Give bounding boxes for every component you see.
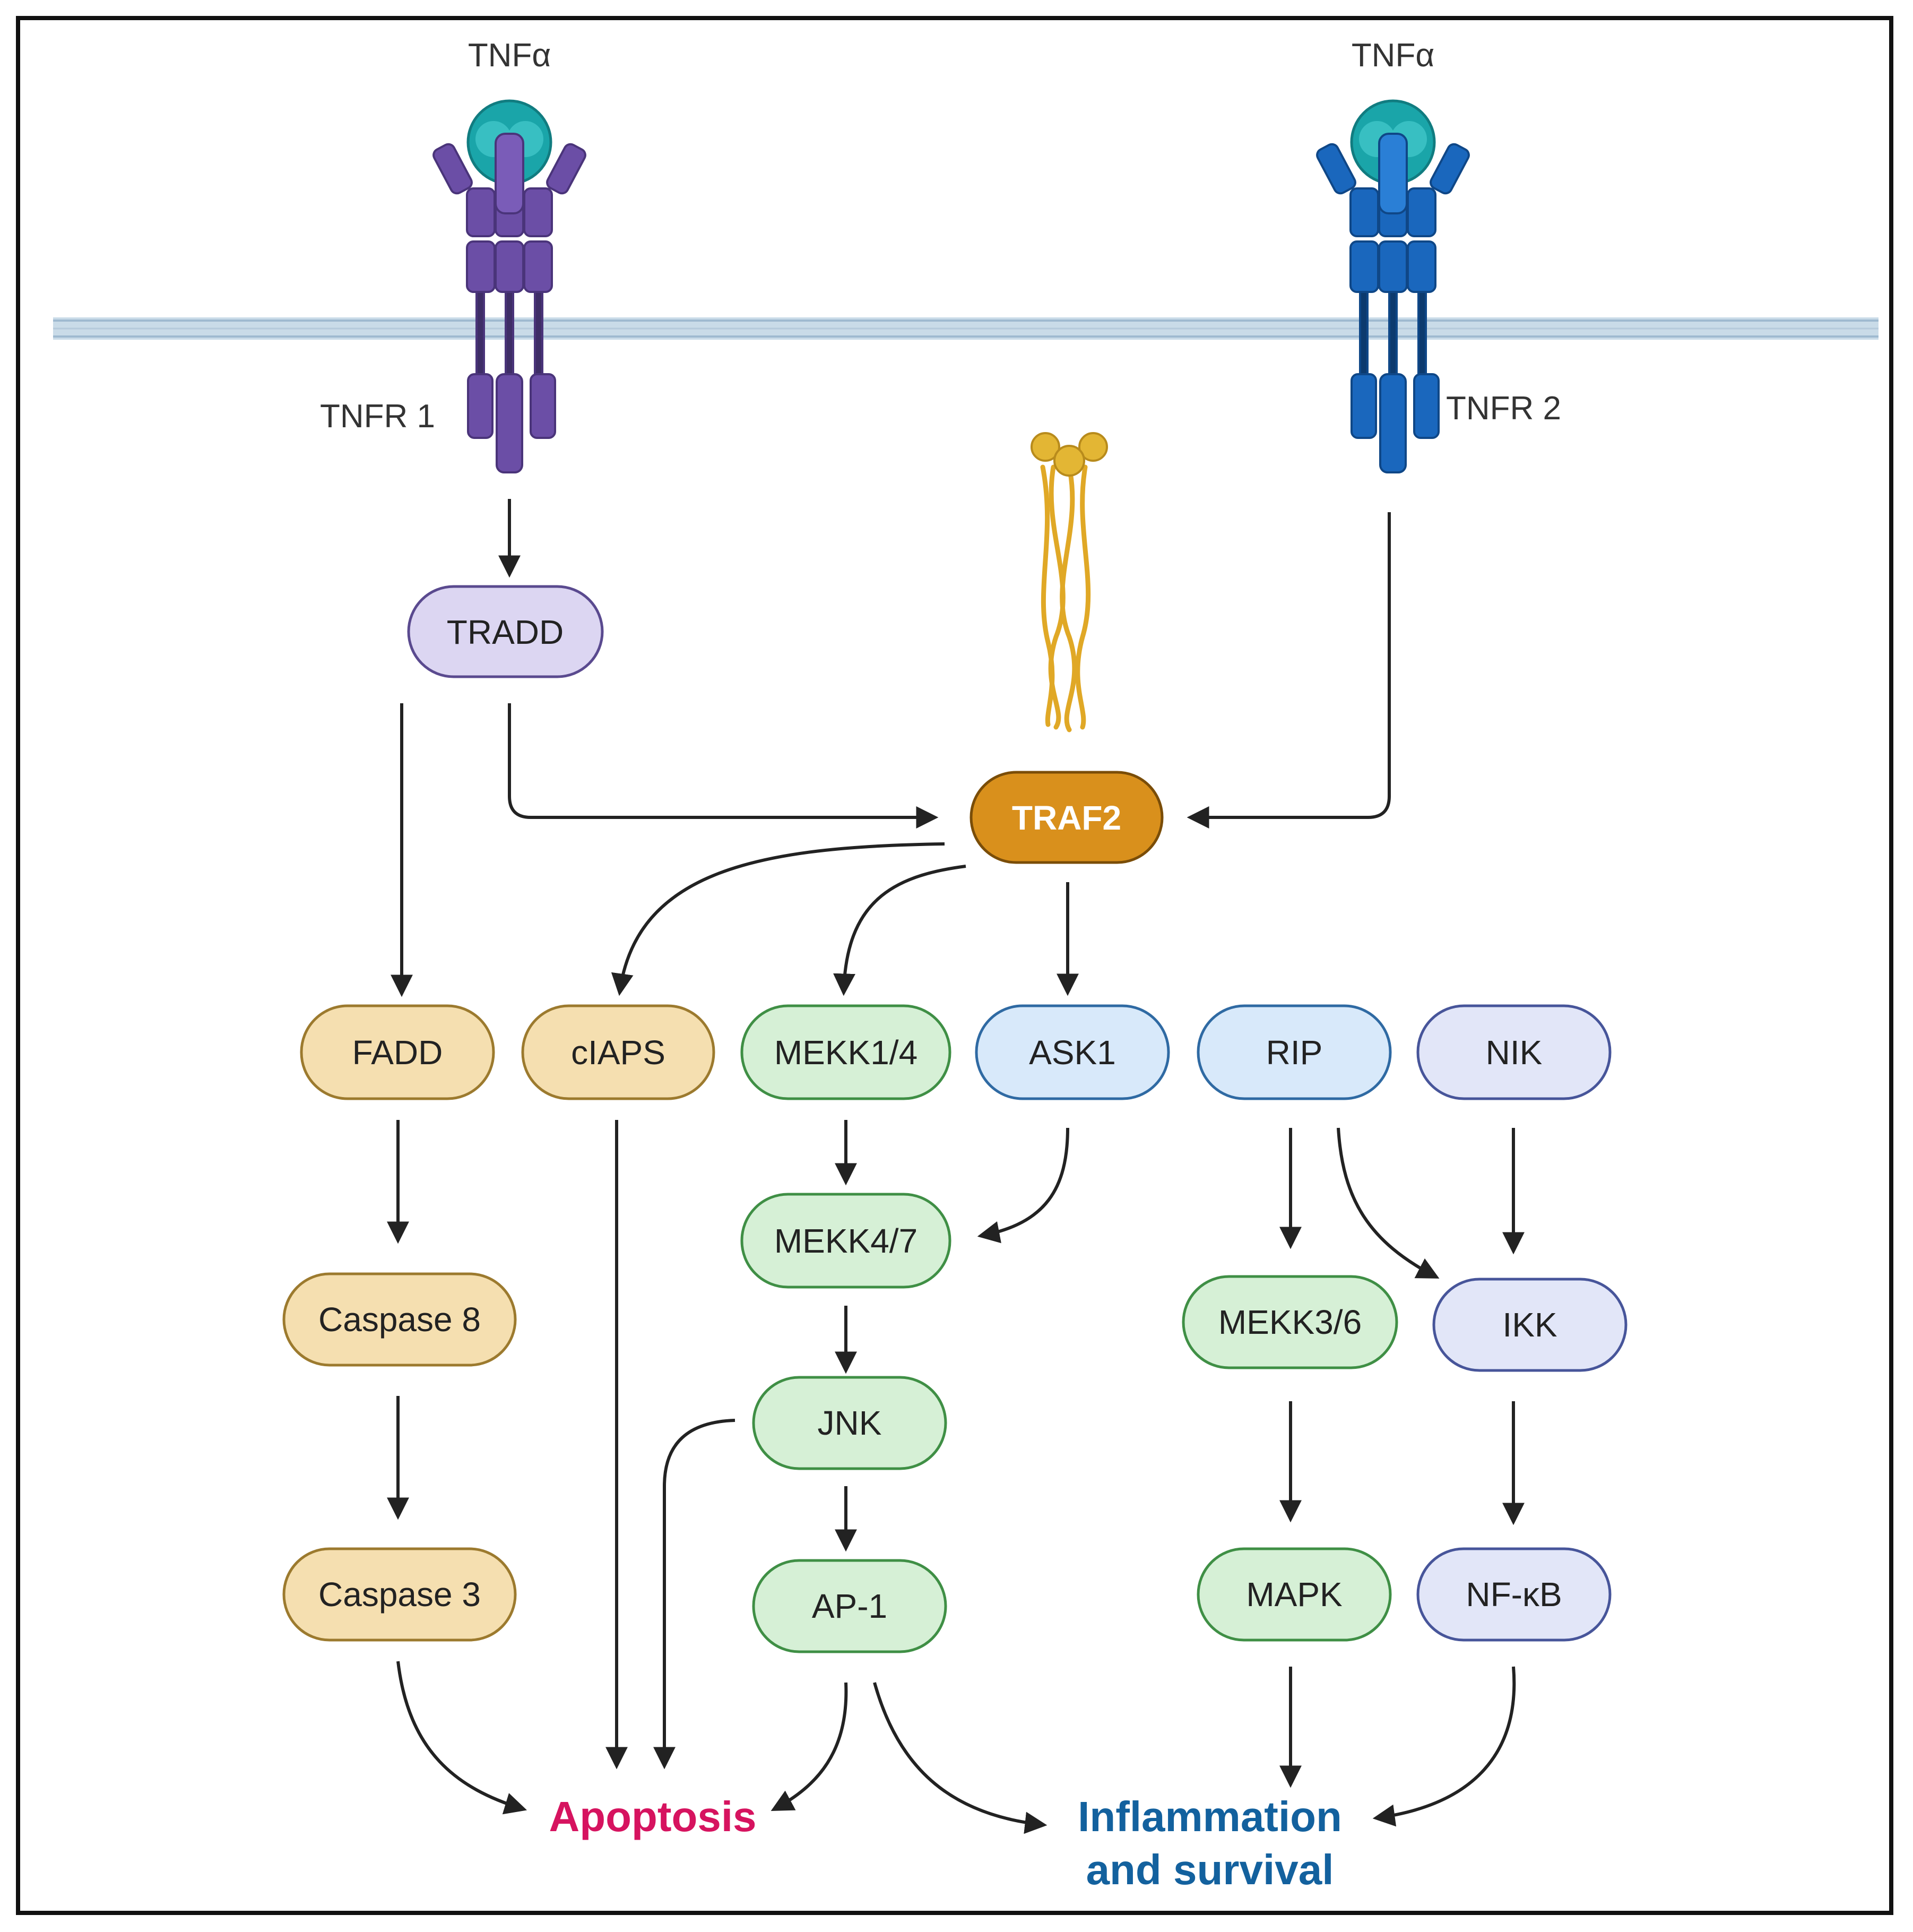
receptor-label-tnfr1: TNFR 1: [320, 398, 435, 435]
ligand-label-left: TNFα: [468, 37, 551, 74]
node-ask1: ASK1: [975, 1004, 1170, 1100]
node-ask1-label: ASK1: [1029, 1033, 1116, 1072]
node-mapk-label: MAPK: [1246, 1575, 1342, 1614]
node-jnk-label: JNK: [818, 1404, 882, 1442]
node-nik: NIK: [1416, 1004, 1612, 1100]
node-traf2: TRAF2: [970, 771, 1164, 864]
node-caspase8: Caspase 8: [282, 1272, 517, 1367]
node-mekk36-label: MEKK3/6: [1218, 1303, 1362, 1341]
node-mekk47: MEKK4/7: [740, 1193, 951, 1289]
node-ciaps: cIAPS: [521, 1004, 715, 1100]
ligand-label-right: TNFα: [1352, 37, 1434, 74]
node-mekk36: MEKK3/6: [1182, 1275, 1398, 1369]
node-caspase3: Caspase 3: [282, 1547, 517, 1642]
arrows: [387, 499, 1525, 1834]
node-mekk14: MEKK1/4: [740, 1004, 951, 1100]
node-caspase8-label: Caspase 8: [318, 1300, 481, 1339]
node-mekk47-label: MEKK4/7: [774, 1222, 917, 1260]
receptor-label-tnfr2: TNFR 2: [1446, 390, 1561, 427]
outcome-apoptosis: Apoptosis: [549, 1793, 756, 1840]
traf2-trimer-icon: [1031, 432, 1108, 732]
node-ciaps-label: cIAPS: [571, 1033, 665, 1072]
node-rip: RIP: [1197, 1004, 1392, 1100]
tnfr1-receptor-icon: [432, 99, 586, 473]
node-tradd-label: TRADD: [447, 613, 564, 651]
node-mekk14-label: MEKK1/4: [774, 1033, 917, 1072]
node-nik-label: NIK: [1486, 1033, 1543, 1072]
node-fadd: FADD: [300, 1004, 495, 1100]
node-jnk: JNK: [752, 1376, 947, 1470]
node-rip-label: RIP: [1266, 1033, 1323, 1072]
node-ap1-label: AP-1: [812, 1587, 887, 1625]
node-ikk-label: IKK: [1502, 1306, 1557, 1344]
node-nfkb-label: NF-κB: [1466, 1575, 1562, 1614]
node-mapk: MAPK: [1197, 1547, 1392, 1642]
node-ap1: AP-1: [752, 1559, 947, 1653]
outcome-inflammation-line1: Inflammation: [1078, 1793, 1342, 1840]
node-ikk: IKK: [1432, 1278, 1628, 1372]
node-caspase3-label: Caspase 3: [318, 1575, 481, 1614]
tnfr2-receptor-icon: [1316, 99, 1470, 473]
outcome-inflammation-line2: and survival: [1086, 1846, 1334, 1893]
node-nfkb: NF-κB: [1416, 1547, 1612, 1642]
node-tradd: TRADD: [407, 585, 604, 678]
node-fadd-label: FADD: [352, 1033, 443, 1072]
cell-membrane: [53, 317, 1879, 340]
node-traf2-label: TRAF2: [1012, 799, 1121, 837]
